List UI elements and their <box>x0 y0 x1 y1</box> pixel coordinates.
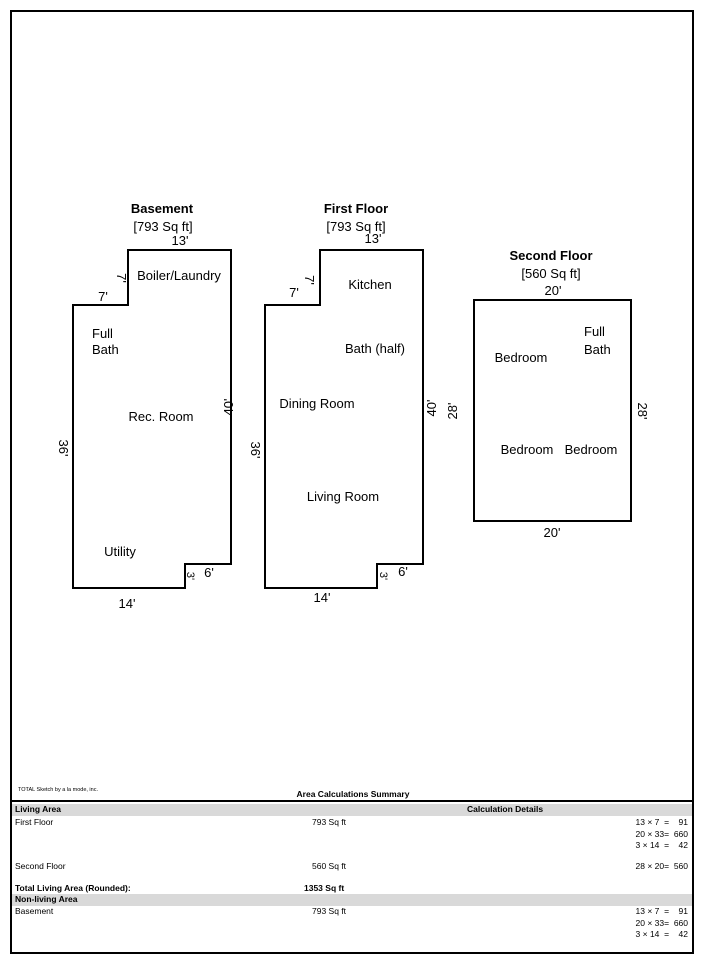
dim-left: 28' <box>445 403 460 420</box>
room-label: Kitchen <box>348 277 391 292</box>
dim-top: 13' <box>365 231 382 246</box>
dim-bottom: 14' <box>314 590 331 605</box>
room-label: Full <box>92 326 113 341</box>
calc-details: 13 × 7 = 91 20 × 33= 660 3 × 14 = 42 <box>636 817 688 852</box>
room-label: Living Room <box>307 489 379 504</box>
basement-plan: Basement [793 Sq ft] 13' 7' 7' 36' 40' 1… <box>56 201 236 611</box>
calc-line: 13 × 7 = 91 <box>635 817 688 827</box>
row-area: 560 Sq ft <box>312 861 347 871</box>
row-area: 1353 Sq ft <box>304 883 345 893</box>
floor-area: [560 Sq ft] <box>521 266 580 281</box>
dim-bottom: 14' <box>119 596 136 611</box>
dim-notch-horizontal: 7' <box>289 285 299 300</box>
dim-step-vertical: 3' <box>377 572 389 580</box>
non-living-header: Non-living Area <box>15 894 78 904</box>
room-label: Bath (half) <box>345 341 405 356</box>
floor-title: Basement <box>131 201 194 216</box>
room-label: Bath <box>584 342 611 357</box>
second-floor-outline <box>473 299 632 522</box>
calc-line: 13 × 7 = 91 <box>635 906 688 916</box>
room-label: Bedroom <box>501 442 554 457</box>
calc-details: 28 × 20= 560 <box>636 861 688 873</box>
row-label: Second Floor <box>15 861 66 871</box>
dim-right: 40' <box>221 399 236 416</box>
dim-right: 40' <box>424 400 439 417</box>
summary-divider <box>12 800 692 802</box>
second-floor-plan: Second Floor [560 Sq ft] 20' 28' 28' 20'… <box>445 248 650 540</box>
dim-step-vertical: 3' <box>184 572 196 580</box>
first-floor-plan: First Floor [793 Sq ft] 13' 7' 7' 36' 40… <box>248 201 439 605</box>
first-floor-row: First Floor 793 Sq ft 13 × 7 = 91 20 × 3… <box>12 817 692 853</box>
dim-notch-vertical: 7' <box>302 275 317 285</box>
basement-outline <box>72 249 232 589</box>
summary-title: Area Calculations Summary <box>296 789 410 799</box>
floor-title: Second Floor <box>509 248 592 263</box>
room-label: Dining Room <box>279 396 354 411</box>
calc-line: 20 × 33= 660 <box>635 917 688 928</box>
room-label: Rec. Room <box>128 409 193 424</box>
calc-line: 20 × 33= 660 <box>635 828 688 839</box>
software-credit: TOTAL Sketch by a la mode, inc. <box>18 787 98 793</box>
floor-area: [793 Sq ft] <box>133 219 192 234</box>
dim-notch-horizontal: 7' <box>98 289 108 304</box>
non-living-header-row: Non-living Area <box>12 894 692 906</box>
room-label: Full <box>584 324 605 339</box>
room-label: Bath <box>92 342 119 357</box>
page-frame <box>10 10 694 954</box>
living-area-header: Living Area <box>15 804 61 814</box>
living-area-header-row: Living Area Calculation Details <box>12 804 692 816</box>
floor-area: [793 Sq ft] <box>326 219 385 234</box>
dim-notch-vertical: 7' <box>114 273 129 283</box>
second-floor-row: Second Floor 560 Sq ft 28 × 20= 560 <box>12 861 692 873</box>
dim-step-horizontal: 6' <box>204 565 214 580</box>
row-label: First Floor <box>15 817 54 827</box>
dim-top: 20' <box>545 283 562 298</box>
calc-details: 13 × 7 = 91 20 × 33= 660 3 × 14 = 42 <box>636 906 688 941</box>
room-label: Utility <box>104 544 136 559</box>
calc-line: 28 × 20= 560 <box>635 861 688 871</box>
dim-left: 36' <box>248 442 263 459</box>
dim-left: 36' <box>56 440 71 457</box>
dim-top: 13' <box>172 233 189 248</box>
calc-line: 3 × 14 = 42 <box>635 929 688 939</box>
calc-details-header: Calculation Details <box>467 804 544 814</box>
total-living-row: Total Living Area (Rounded): 1353 Sq ft <box>12 883 692 895</box>
room-label: Bedroom <box>565 442 618 457</box>
row-area: 793 Sq ft <box>312 817 347 827</box>
first-floor-outline <box>264 249 424 589</box>
row-label: Total Living Area (Rounded): <box>15 883 131 893</box>
row-label: Basement <box>15 906 54 916</box>
room-label: Bedroom <box>495 350 548 365</box>
floor-title: First Floor <box>324 201 388 216</box>
calc-line: 3 × 14 = 42 <box>635 840 688 850</box>
dim-bottom: 20' <box>544 525 561 540</box>
row-area: 793 Sq ft <box>312 906 347 916</box>
room-label: Boiler/Laundry <box>137 268 221 283</box>
dim-right: 28' <box>635 403 650 420</box>
dim-step-horizontal: 6' <box>398 564 408 579</box>
basement-row: Basement 793 Sq ft 13 × 7 = 91 20 × 33= … <box>12 906 692 942</box>
